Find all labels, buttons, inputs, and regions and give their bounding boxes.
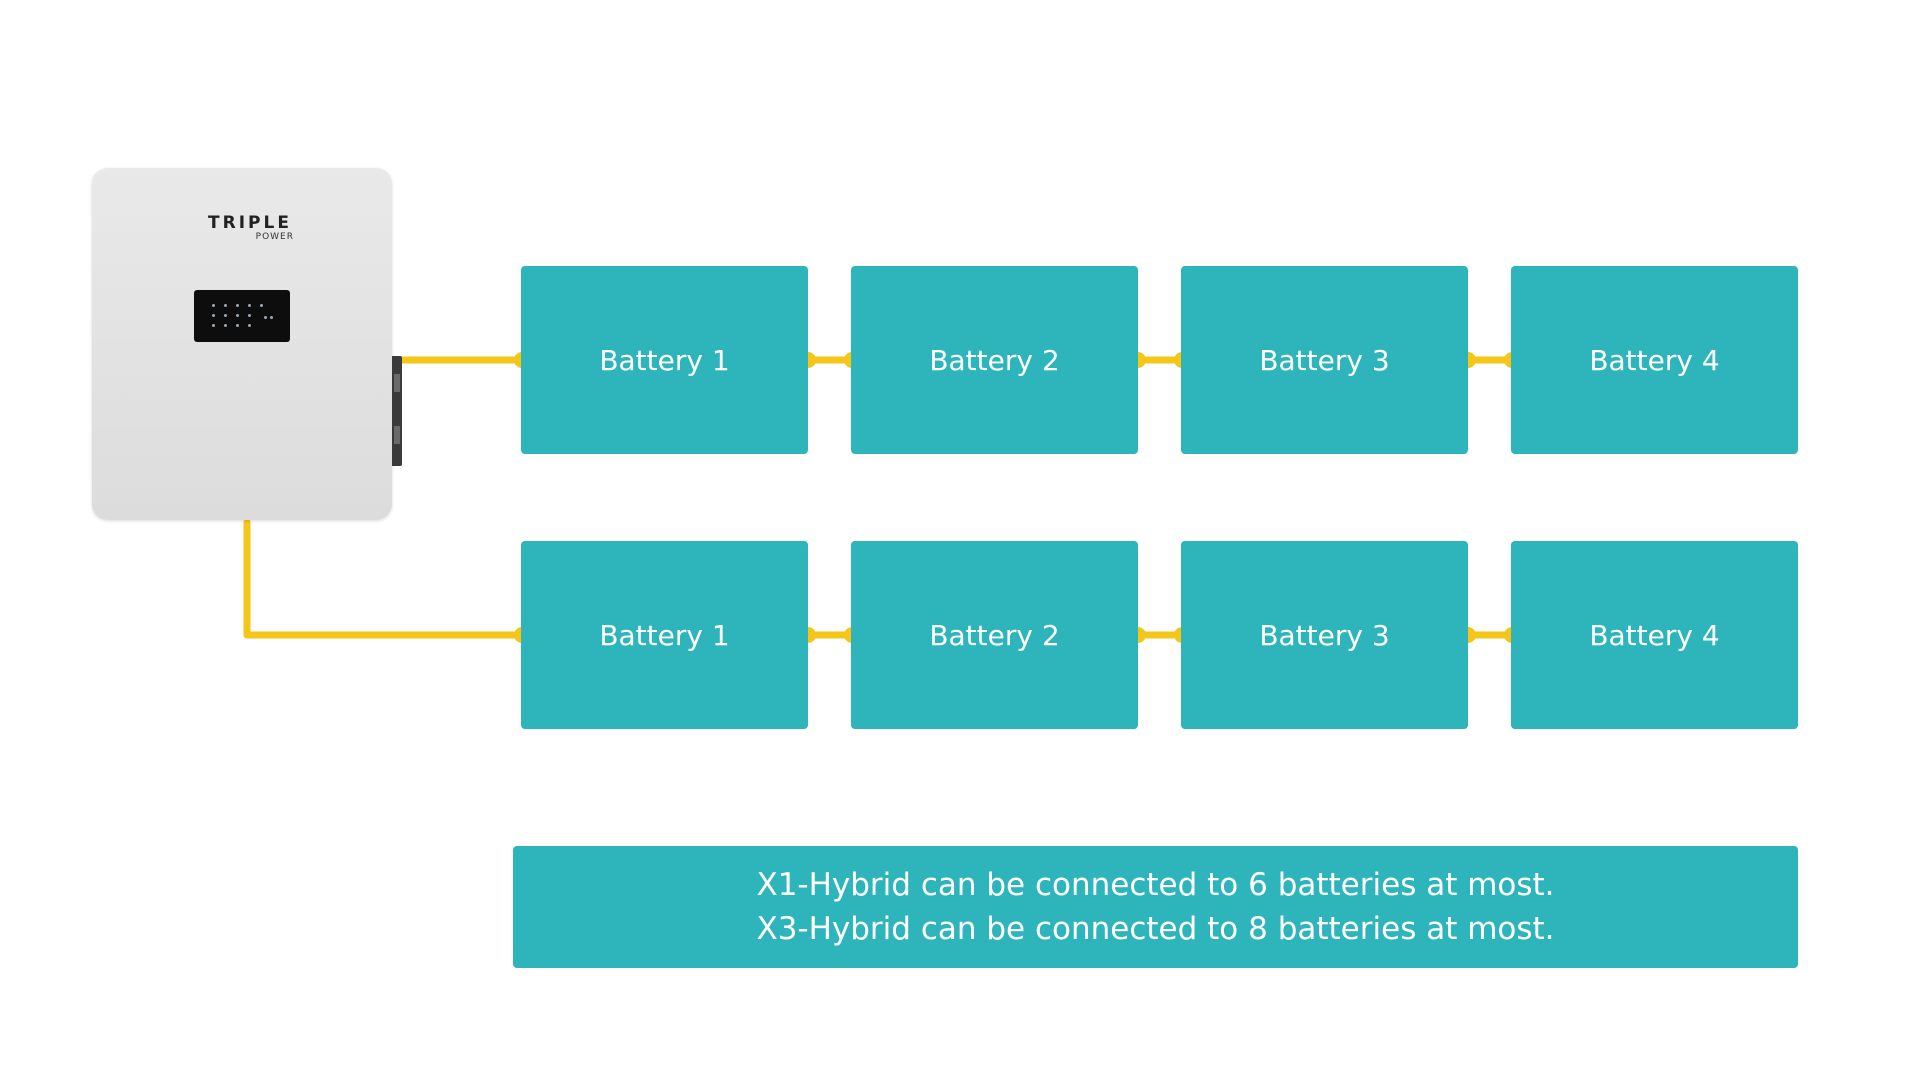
cable-inverter-to-row2 [243,518,525,639]
battery-row1-4: Battery 4 [1511,266,1798,454]
indicator-light [270,316,273,319]
battery-label: Battery 1 [599,343,730,377]
battery-row2-1: Battery 1 [521,541,808,729]
inverter-side-port [392,356,402,466]
battery-label: Battery 4 [1589,343,1720,377]
indicator-light [248,304,251,307]
battery-label: Battery 1 [599,618,730,652]
indicator-light [248,314,251,317]
brand-name: TRIPLE [208,213,292,233]
indicator-light [212,324,215,327]
battery-row1-1: Battery 1 [521,266,808,454]
battery-label: Battery 4 [1589,618,1720,652]
battery-label: Battery 3 [1259,618,1390,652]
indicator-light [212,314,215,317]
indicator-light [236,304,239,307]
indicator-light [260,304,263,307]
battery-row1-3: Battery 3 [1181,266,1468,454]
inverter-display-panel [194,290,290,342]
battery-label: Battery 2 [929,618,1060,652]
indicator-light [212,304,215,307]
battery-label: Battery 3 [1259,343,1390,377]
note-line-x3: X3-Hybrid can be connected to 8 batterie… [756,911,1555,947]
indicator-light [236,324,239,327]
battery-row2-4: Battery 4 [1511,541,1798,729]
battery-limit-note: X1-Hybrid can be connected to 6 batterie… [513,846,1798,968]
battery-label: Battery 2 [929,343,1060,377]
indicator-light [236,314,239,317]
indicator-light [248,324,251,327]
indicator-light [224,314,227,317]
battery-row1-2: Battery 2 [851,266,1138,454]
indicator-light [264,316,267,319]
inverter-unit: TRIPLE POWER [92,168,392,520]
indicator-light [224,324,227,327]
inverter-logo: TRIPLE POWER [92,214,392,242]
battery-row2-2: Battery 2 [851,541,1138,729]
indicator-light [224,304,227,307]
battery-row2-3: Battery 3 [1181,541,1468,729]
brand-subtitle: POWER [255,232,294,242]
note-line-x1: X1-Hybrid can be connected to 6 batterie… [756,867,1555,903]
